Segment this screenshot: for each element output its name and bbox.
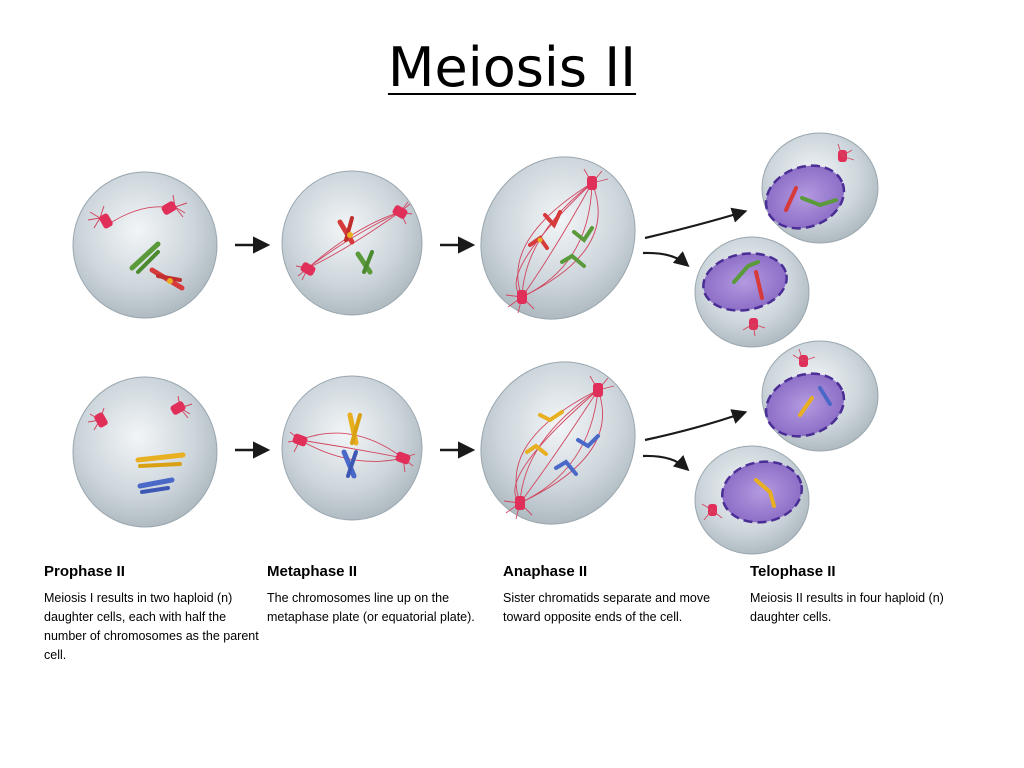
anaphase-cell-bottom [480, 361, 636, 525]
centrosome [392, 205, 408, 219]
chromosome-green [355, 250, 374, 275]
stage-name: Metaphase II [267, 563, 358, 580]
daughter-cell-3 [761, 340, 879, 452]
nucleus [721, 460, 803, 524]
meiosis-diagram [72, 132, 879, 555]
chromosome-red [149, 267, 185, 291]
chromosome-yellow [347, 412, 362, 446]
stage-description: Meiosis I results in two haploid (n) dau… [44, 591, 259, 662]
centrosome [395, 451, 411, 465]
daughter-cell-1 [761, 132, 879, 244]
diagram-title: Meiosis II [0, 36, 1024, 99]
stage-name: Anaphase II [503, 563, 588, 580]
stage-telophase: Telophase II Meiosis II results in four … [750, 563, 990, 627]
centrosome [515, 496, 525, 510]
centrosome [170, 395, 193, 419]
chromatid-yellow [754, 478, 776, 508]
centrosome [517, 290, 527, 304]
chromatid-yellow [798, 396, 814, 417]
chromatid-red [543, 210, 562, 229]
stage-description: Sister chromatids separate and move towa… [503, 591, 711, 624]
spindle-fibers [505, 168, 609, 314]
chromatid-blue [554, 459, 578, 476]
chromatid-green [800, 196, 838, 208]
stage-name: Telophase II [750, 563, 836, 580]
chromosome-yellow [135, 452, 186, 468]
chromatid-green [732, 260, 760, 284]
stage-description: The chromosomes line up on the metaphase… [267, 591, 475, 624]
centrosome [87, 205, 113, 229]
stage-description: Meiosis II results in four haploid (n) d… [750, 591, 944, 624]
centrosome [593, 383, 603, 397]
chromatid-yellow [525, 443, 548, 456]
centrosome [587, 176, 597, 190]
anaphase-cell-top [480, 156, 636, 320]
nucleus [764, 164, 846, 230]
title-text: Meiosis II [387, 36, 637, 99]
chromosome-blue [341, 449, 358, 479]
chromatid-green [560, 253, 586, 268]
prophase-cell-top [72, 171, 218, 319]
arrow-icon [642, 251, 690, 268]
spindle-fibers [503, 375, 615, 520]
stage-metaphase: Metaphase II The chromosomes line up on … [267, 563, 485, 627]
metaphase-cell-bottom [281, 375, 423, 521]
prophase-cell-bottom [72, 376, 218, 528]
chromatid-yellow [538, 410, 564, 423]
chromosome-blue [137, 477, 175, 494]
stage-name: Prophase II [44, 563, 125, 580]
centrosome [87, 407, 108, 431]
metaphase-cell-top [281, 170, 423, 316]
arrow-icon [642, 454, 690, 472]
daughter-cell-4 [694, 445, 810, 555]
stage-anaphase: Anaphase II Sister chromatids separate a… [503, 563, 733, 627]
chromatid-blue [576, 434, 600, 449]
daughter-cell-2 [694, 236, 810, 348]
nucleus [702, 252, 788, 312]
chromatid-blue [818, 386, 832, 406]
chromatid-red [754, 270, 764, 300]
chromosome-green [129, 241, 161, 274]
stage-prophase: Prophase II Meiosis I results in two hap… [44, 563, 266, 665]
arrow-icon [644, 207, 748, 240]
chromosome-red [337, 216, 355, 245]
centrosome [161, 194, 188, 218]
chromatid-green [572, 226, 594, 243]
centrosome [300, 262, 316, 276]
arrow-icon [644, 409, 748, 442]
chromatid-red [784, 186, 798, 212]
centrosome [292, 433, 308, 447]
